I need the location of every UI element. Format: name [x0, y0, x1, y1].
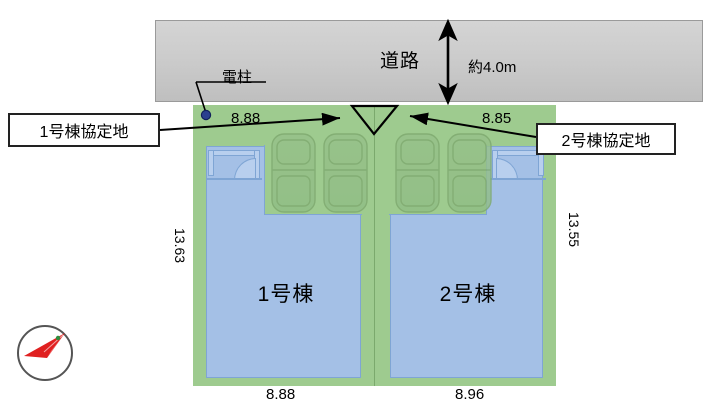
- building-1-porch-edge: [206, 178, 262, 180]
- dimension-bottom-left: 8.88: [266, 386, 296, 403]
- building-2-porch-edge: [490, 178, 546, 180]
- callout-building-1-agreement-land: 1号棟協定地: [8, 113, 160, 147]
- callout-building-2-agreement-land: 2号棟協定地: [536, 123, 676, 155]
- dimension-bottom-right: 8.96: [455, 386, 485, 403]
- building-1-label: 1号棟: [257, 283, 315, 306]
- building-1-porch-rail: [208, 150, 260, 156]
- road-width-label: 約4.0m: [468, 59, 517, 76]
- north-arrow-compass: [17, 325, 73, 381]
- building-1-parking-carveout: [264, 145, 362, 215]
- building-2-parking-carveout: [389, 145, 487, 215]
- road-area: [155, 20, 703, 102]
- road-label: 道路: [379, 51, 420, 72]
- plot-divider-line: [374, 105, 375, 386]
- dimension-top-right: 8.85: [482, 110, 512, 127]
- dimension-top-left: 8.88: [231, 110, 261, 127]
- dimension-right-depth: 13.55: [566, 212, 582, 248]
- utility-pole-label: 電柱: [222, 69, 253, 86]
- building-2-label: 2号棟: [439, 283, 497, 306]
- building-1-porch-post-left: [208, 150, 214, 176]
- dimension-left-depth: 13.63: [172, 228, 188, 264]
